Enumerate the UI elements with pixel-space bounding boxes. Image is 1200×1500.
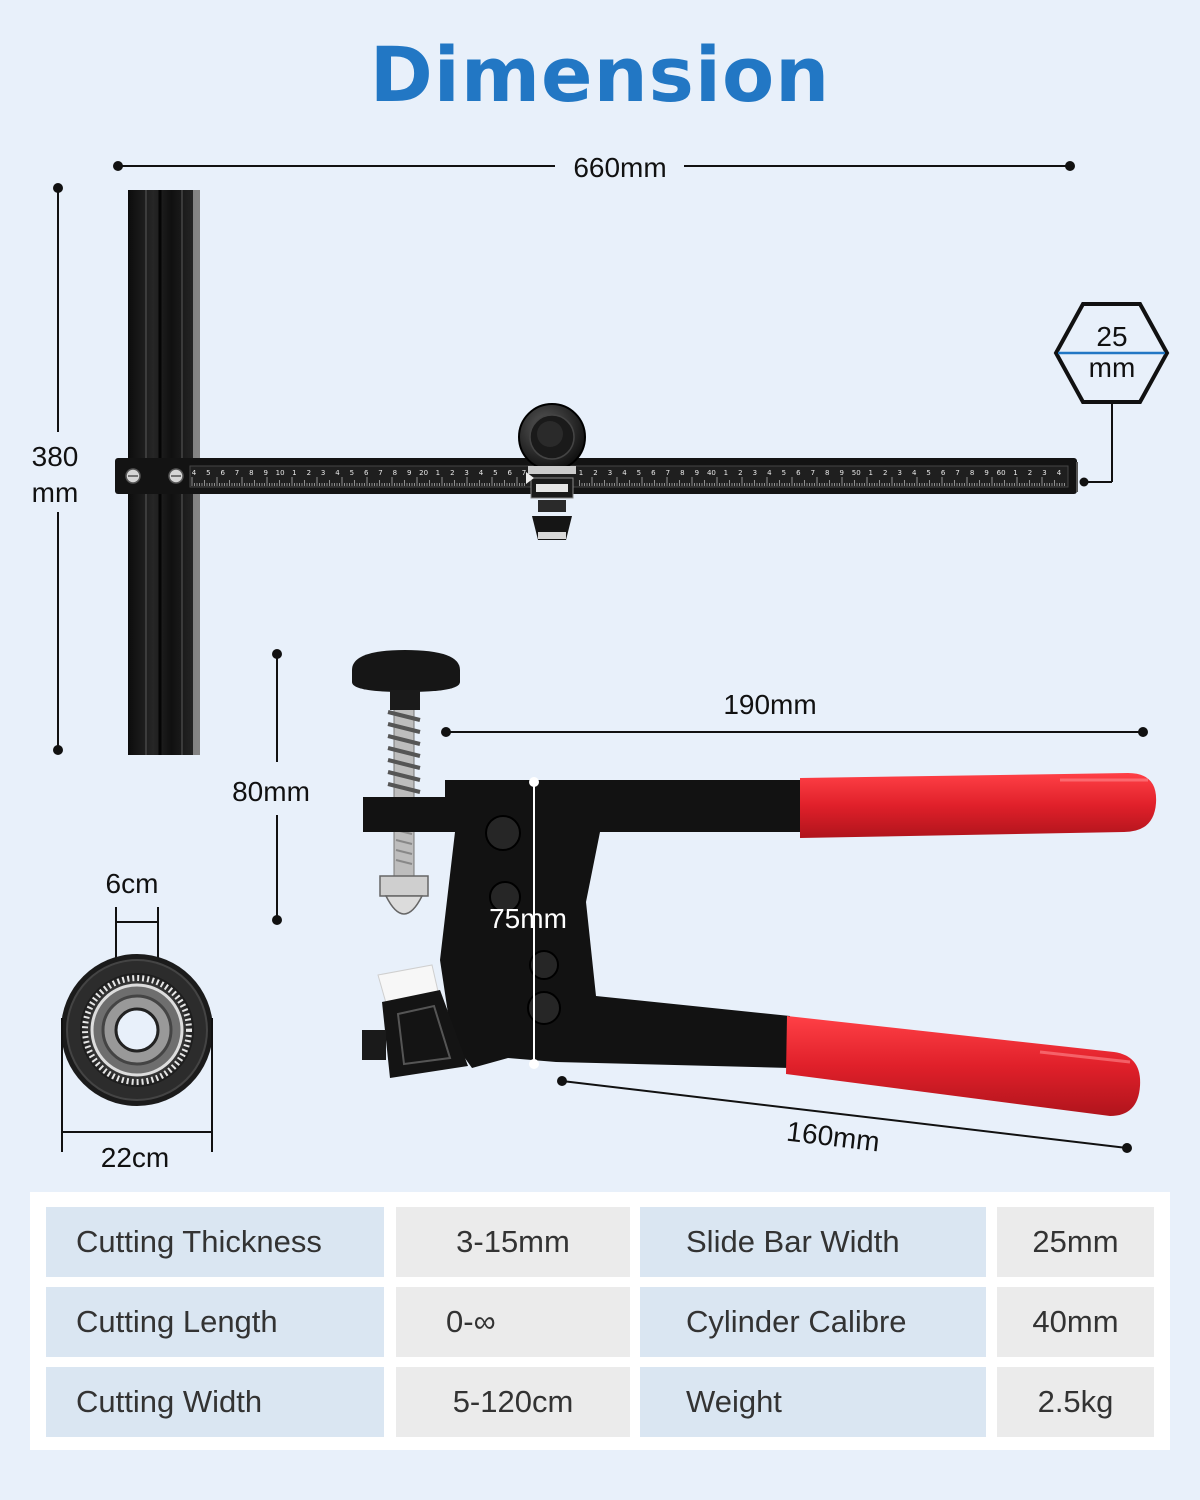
dimension-line-190 <box>441 727 1148 737</box>
ruler-tick-label: 9 <box>263 469 267 477</box>
ruler-tick-label: 2 <box>307 469 311 477</box>
dimension-label-25-value: 25 <box>1096 321 1127 352</box>
ruler-tick-label: 4 <box>622 469 627 477</box>
ruler-tick-label: 6 <box>796 469 801 477</box>
dimension-line-22cm <box>61 1018 213 1152</box>
spec-label: Cutting Thickness <box>46 1207 384 1277</box>
ruler-tick-label: 6 <box>507 469 512 477</box>
ruler-tick-label: 6 <box>941 469 946 477</box>
dimension-label-660: 660mm <box>573 152 666 183</box>
ruler-tick-label: 8 <box>249 469 253 477</box>
ruler-tick-label: 3 <box>1042 469 1046 477</box>
ruler-tick-label: 9 <box>407 469 411 477</box>
ruler-tick-label: 2 <box>1028 469 1032 477</box>
dimension-label-380-value: 380 <box>32 441 79 472</box>
spec-value: 5-120cm <box>396 1367 630 1437</box>
ruler-tick-label: 7 <box>378 469 382 477</box>
ruler-tick-labels: 4 5 6 7 8 9 10 1 2 3 4 5 6 7 8 9 20 1 2 3 4 5 6 7 1 2 3 4 5 6 7 8 9 40 1 2 3… <box>192 469 1062 477</box>
ruler-tick-label: 8 <box>680 469 684 477</box>
spec-value: 40mm <box>997 1287 1154 1357</box>
dimension-line-380 <box>53 183 63 755</box>
ruler-tick-label: 3 <box>321 469 325 477</box>
ruler-tick-label: 4 <box>192 469 197 477</box>
ruler-tick-label: 40 <box>707 469 716 477</box>
ruler-tick-label: 20 <box>419 469 428 477</box>
ruler-tick-label: 9 <box>695 469 699 477</box>
slide-bar-ruler <box>115 458 1078 494</box>
ruler-tick-label: 1 <box>436 469 440 477</box>
spec-value: 0-∞ <box>396 1287 630 1357</box>
ruler-ticks <box>191 477 1065 486</box>
ruler-tick-label: 7 <box>235 469 239 477</box>
dimension-label-25-unit: mm <box>1089 352 1136 383</box>
ruler-tick-label: 8 <box>393 469 397 477</box>
dimension-label-80: 80mm <box>232 776 310 807</box>
spec-value: 25mm <box>997 1207 1154 1277</box>
dimension-line-80 <box>272 649 282 925</box>
ruler-tick-label: 50 <box>852 469 861 477</box>
ruler-tick-label: 9 <box>984 469 988 477</box>
plier-tool <box>352 650 1157 1116</box>
ruler-tick-label: 8 <box>970 469 974 477</box>
page-title: Dimension <box>369 30 831 119</box>
ruler-tick-label: 5 <box>493 469 497 477</box>
dimension-line-160 <box>557 1076 1132 1153</box>
dimension-label-6cm: 6cm <box>106 868 159 899</box>
spec-label: Weight <box>640 1367 986 1437</box>
ruler-tick-label: 5 <box>350 469 354 477</box>
spec-label: Slide Bar Width <box>640 1207 986 1277</box>
dimension-line-660 <box>113 161 1075 171</box>
ruler-tick-label: 7 <box>955 469 959 477</box>
spec-value: 3-15mm <box>396 1207 630 1277</box>
ruler-tick-label: 5 <box>926 469 930 477</box>
ruler-tick-label: 2 <box>738 469 742 477</box>
dimension-label-75: 75mm <box>489 903 567 934</box>
dimension-line-75 <box>529 777 539 1069</box>
ruler-tick-label: 5 <box>782 469 786 477</box>
ruler-tick-label: 1 <box>579 469 583 477</box>
ruler-tick-label: 60 <box>997 469 1006 477</box>
ruler-tick-label: 5 <box>206 469 210 477</box>
ruler-tick-label: 7 <box>666 469 670 477</box>
ruler-tick-label: 5 <box>637 469 641 477</box>
ruler-tick-label: 6 <box>220 469 225 477</box>
ruler-tick-label: 1 <box>292 469 296 477</box>
ruler-tick-label: 1 <box>868 469 872 477</box>
ruler-tick-label: 4 <box>767 469 772 477</box>
ruler-tick-label: 3 <box>464 469 468 477</box>
ruler-tick-label: 3 <box>608 469 612 477</box>
spec-label: Cylinder Calibre <box>640 1287 986 1357</box>
carriage-knob-icon <box>518 403 586 474</box>
ruler-tick-label: 6 <box>364 469 369 477</box>
ruler-tick-label: 7 <box>522 469 526 477</box>
ruler-tick-label: 2 <box>450 469 454 477</box>
ruler-tick-label: 8 <box>825 469 829 477</box>
dimension-label-160: 160mm <box>785 1116 881 1158</box>
spec-value: 2.5kg <box>997 1367 1154 1437</box>
ruler-tick-label: 9 <box>839 469 843 477</box>
ruler-tick-label: 6 <box>651 469 656 477</box>
ruler-carriage <box>526 472 574 540</box>
dimension-label-190: 190mm <box>723 689 816 720</box>
ruler-tick-label: 2 <box>593 469 597 477</box>
ruler-tick-label: 4 <box>479 469 484 477</box>
ruler-tick-label: 4 <box>335 469 340 477</box>
ruler-tick-label: 4 <box>1057 469 1062 477</box>
ruler-tick-label: 10 <box>276 469 285 477</box>
cutting-wheel-icon <box>61 954 213 1106</box>
spec-label: Cutting Width <box>46 1367 384 1437</box>
ruler-tick-label: 1 <box>724 469 728 477</box>
ruler-tick-label: 7 <box>811 469 815 477</box>
spec-table: Cutting Thickness 3-15mm Slide Bar Width… <box>30 1192 1170 1450</box>
dimension-label-380-unit: mm <box>32 477 79 508</box>
ruler-tick-label: 3 <box>753 469 757 477</box>
ruler-tick-label: 2 <box>883 469 887 477</box>
hexagon-callout-icon <box>1053 302 1170 487</box>
ruler-tick-label: 4 <box>912 469 917 477</box>
spec-label: Cutting Length <box>46 1287 384 1357</box>
ruler-tick-label: 1 <box>1013 469 1017 477</box>
ruler-tick-label: 3 <box>897 469 901 477</box>
dimension-label-22cm: 22cm <box>101 1142 169 1173</box>
